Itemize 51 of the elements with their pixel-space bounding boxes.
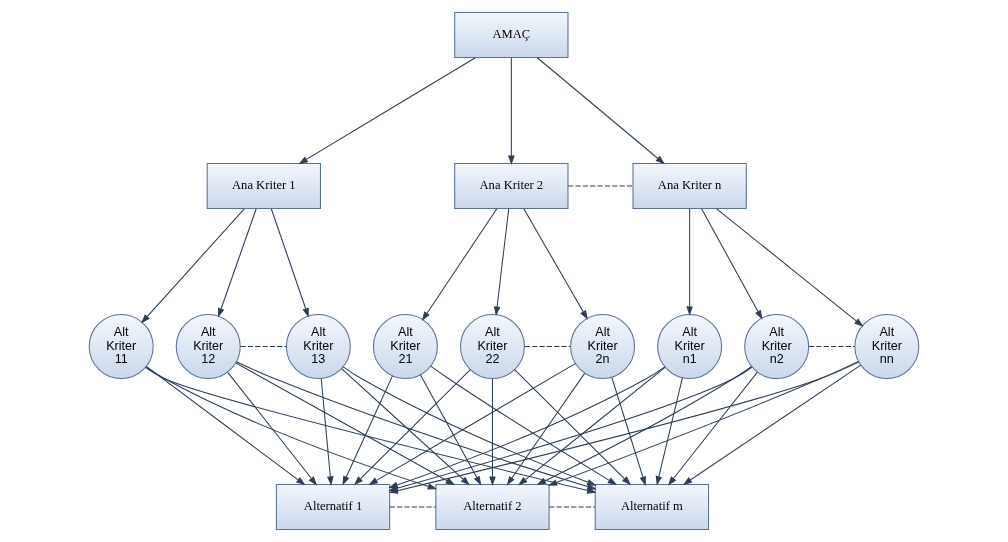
arrow xyxy=(518,366,666,486)
arrow xyxy=(493,208,510,317)
connector xyxy=(239,346,287,348)
connector xyxy=(524,346,571,348)
arrow xyxy=(508,57,515,165)
connector xyxy=(567,185,634,187)
arrow xyxy=(342,366,597,486)
arrow xyxy=(523,208,588,320)
node-box: Ana Kriter 1 xyxy=(206,162,321,210)
arrow xyxy=(536,365,753,485)
arrow xyxy=(421,208,498,321)
arrow xyxy=(430,365,618,486)
arrow xyxy=(235,362,456,486)
arrow xyxy=(701,208,763,320)
node-box: Alternatif 1 xyxy=(275,483,391,531)
node-circle: Alt Kriter n1 xyxy=(657,314,723,380)
arrow xyxy=(368,363,576,486)
node-circle: Alt Kriter n2 xyxy=(744,314,810,380)
arrow xyxy=(270,208,309,318)
arrow xyxy=(218,208,257,318)
node-circle: Alt Kriter 2n xyxy=(570,314,636,380)
arrow xyxy=(145,365,306,486)
arrow xyxy=(419,374,482,486)
node-circle: Alt Kriter 21 xyxy=(372,314,438,380)
arrow xyxy=(489,378,496,486)
connector xyxy=(808,346,856,348)
arrow xyxy=(141,208,245,324)
node-circle: Alt Kriter 12 xyxy=(175,314,241,380)
arrow xyxy=(506,372,586,486)
arrow xyxy=(342,375,393,486)
arrow xyxy=(536,57,665,165)
node-circle: Alt Kriter 13 xyxy=(285,314,351,380)
arrow xyxy=(227,371,318,486)
arrow xyxy=(611,376,646,486)
node-box: AMAÇ xyxy=(454,11,569,59)
node-box: Alternatif m xyxy=(594,483,710,531)
arrow xyxy=(682,364,862,486)
arrow xyxy=(716,208,864,327)
node-box: Ana Kriter 2 xyxy=(454,162,569,210)
arrow xyxy=(320,377,334,486)
node-box: Alternatif 2 xyxy=(435,483,550,531)
connector xyxy=(389,506,436,508)
arrow xyxy=(547,360,859,486)
node-box: Ana Kriter n xyxy=(632,162,747,210)
arrow xyxy=(514,369,632,486)
arrow xyxy=(298,57,476,165)
arrow xyxy=(686,208,693,316)
arrow xyxy=(655,377,683,486)
node-circle: Alt Kriter 22 xyxy=(459,314,525,380)
connector xyxy=(548,506,596,508)
arrow xyxy=(667,371,758,486)
